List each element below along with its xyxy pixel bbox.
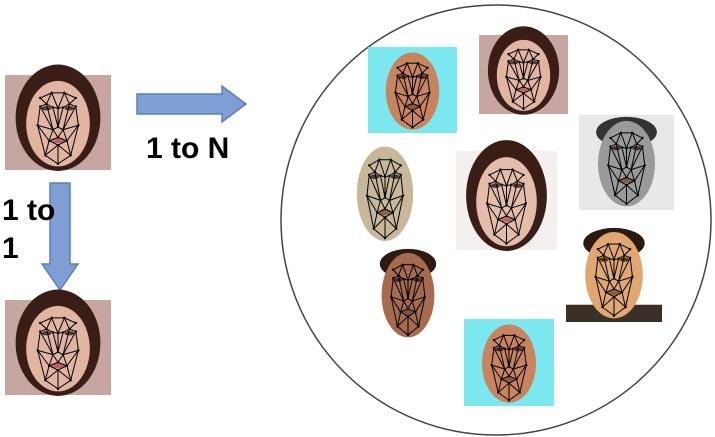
one-to-n-arrow xyxy=(136,84,248,124)
face-thumbnail-g5 xyxy=(456,140,557,251)
landmark-mesh xyxy=(394,61,431,129)
one-to-n-label: 1 to N xyxy=(146,132,230,165)
landmark-mesh xyxy=(594,242,634,317)
face-thumbnail-match xyxy=(5,289,111,396)
face-thumbnail-g6 xyxy=(364,247,452,341)
face-thumbnail-g7 xyxy=(566,226,662,322)
face-thumbnail-probe xyxy=(5,64,111,171)
face-thumbnail-g1 xyxy=(368,47,457,133)
gallery-circle xyxy=(280,4,712,436)
landmark-mesh xyxy=(490,334,528,402)
face-thumbnail-g2 xyxy=(479,26,568,115)
one-to-one-label: 1 to 1 xyxy=(2,194,56,265)
landmark-mesh xyxy=(389,263,427,337)
face-thumbnail-g3 xyxy=(579,115,674,210)
landmark-mesh xyxy=(36,316,80,391)
one-to-one-arrow xyxy=(40,182,80,292)
landmark-mesh xyxy=(365,158,405,240)
landmark-mesh xyxy=(36,91,80,166)
landmark-mesh xyxy=(505,48,542,111)
landmark-mesh xyxy=(607,131,646,206)
faces-layer xyxy=(5,26,674,406)
landmark-mesh xyxy=(485,168,528,245)
face-thumbnail-g4 xyxy=(338,140,432,245)
face-thumbnail-g8 xyxy=(464,319,554,406)
